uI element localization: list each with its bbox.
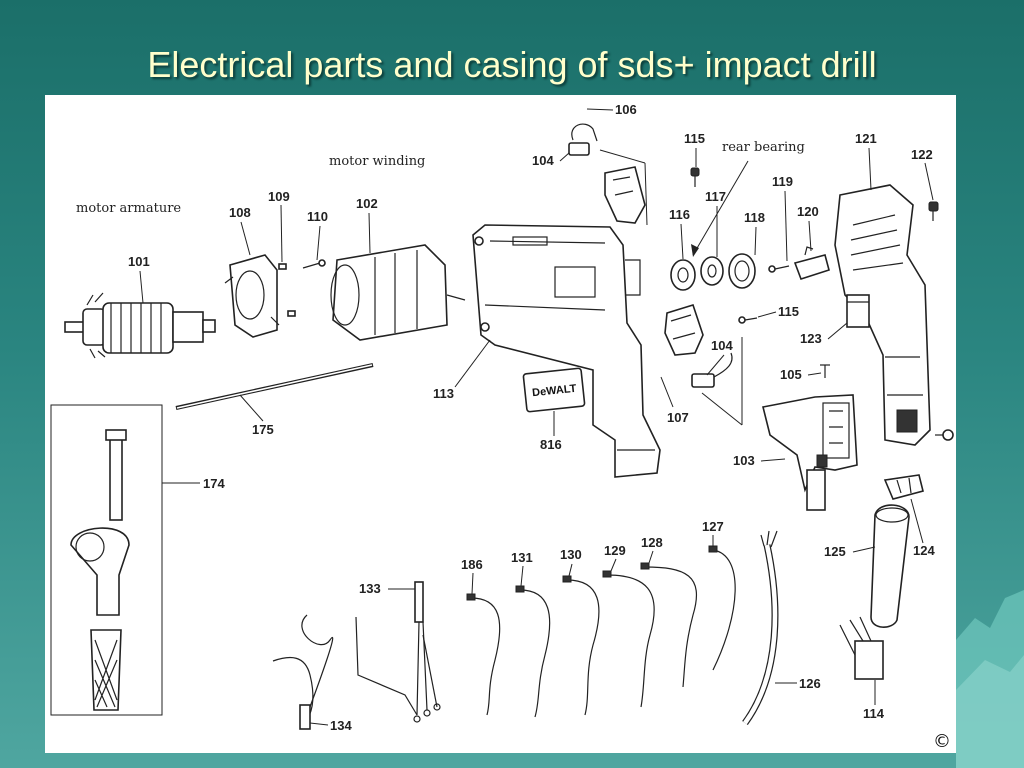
part-power-cord-126: [742, 530, 779, 726]
part-capacitor-114: [839, 616, 884, 680]
part-pin-109: [278, 263, 296, 317]
part-number-125: 125: [824, 544, 846, 559]
exploded-parts-diagram: motor armature motor winding rear bearin…: [45, 95, 956, 753]
part-lead-128: [640, 562, 698, 688]
part-motor-housing-113: [472, 224, 661, 478]
part-number-101: 101: [128, 254, 150, 269]
part-field-winding-102: [330, 244, 466, 341]
part-number-108: 108: [229, 205, 251, 220]
part-number-104-lower: 104: [711, 338, 733, 353]
part-cord-clamp-124: [883, 474, 924, 500]
part-switch-103: [762, 394, 858, 511]
part-number-117: 117: [705, 189, 726, 204]
part-number-113: 113: [433, 386, 454, 401]
part-number-128: 128: [641, 535, 663, 550]
part-lead-131: [515, 585, 551, 718]
part-bearing-117: [700, 256, 724, 286]
part-number-116: 116: [669, 207, 690, 222]
part-number-175: 175: [252, 422, 274, 437]
part-lead-186: [466, 593, 501, 716]
part-lead-127: [708, 545, 736, 671]
part-brush-ring-108: [224, 254, 280, 338]
part-number-119: 119: [772, 174, 793, 189]
part-screw-115-top: [690, 167, 700, 187]
part-number-114: 114: [863, 706, 885, 721]
part-brand-plate-816: DeWALT: [522, 367, 586, 413]
part-number-109: 109: [268, 189, 290, 204]
part-suppressor-123: [846, 294, 870, 328]
rear-bearing-arrow: [691, 160, 749, 257]
part-cord-guard-125: [870, 504, 910, 628]
part-lead-130: [562, 575, 600, 716]
part-number-124: 124: [913, 543, 935, 558]
part-number-110: 110: [307, 209, 328, 224]
label-rear-bearing: rear bearing: [722, 140, 805, 155]
part-number-134: 134: [330, 718, 352, 733]
part-number-118: 118: [744, 210, 765, 225]
part-number-122: 122: [911, 147, 933, 162]
part-number-106: 106: [615, 102, 637, 117]
part-screw-115-lower: [738, 316, 758, 324]
part-number-131: 131: [511, 550, 533, 565]
part-number-186: 186: [461, 557, 483, 572]
part-number-127: 127: [702, 519, 724, 534]
part-washer-116: [670, 259, 696, 291]
part-carbon-brush-104-lower: [691, 352, 733, 388]
part-number-126: 126: [799, 676, 821, 691]
part-number-816: 816: [540, 437, 562, 452]
part-lead-134: [272, 614, 334, 730]
part-number-121: 121: [855, 131, 877, 146]
part-number-103: 103: [733, 453, 755, 468]
part-number-107: 107: [667, 410, 689, 425]
part-number-129: 129: [604, 543, 626, 558]
part-rear-handle-121: [834, 184, 931, 446]
part-cable-clip-120: [793, 246, 830, 280]
part-bearing-sleeve-118: [728, 253, 756, 289]
part-number-105: 105: [780, 367, 802, 382]
part-number-102: 102: [356, 196, 378, 211]
part-number-130: 130: [560, 547, 582, 562]
part-number-115-lower: 115: [778, 304, 799, 319]
part-number-123: 123: [800, 331, 822, 346]
part-screw-handle-lower: [935, 429, 954, 441]
label-motor-winding: motor winding: [329, 154, 425, 169]
part-armature-101: [64, 292, 216, 359]
brand-plate-text: DeWALT: [532, 383, 578, 400]
part-number-133: 133: [359, 581, 381, 596]
part-pin-105: [820, 364, 830, 378]
part-screw-122: [928, 201, 939, 221]
part-thermal-lead-133: [355, 581, 441, 723]
part-number-120: 120: [797, 204, 819, 219]
part-carbon-brush-104-top: [568, 123, 598, 156]
copyright-mark: ©: [933, 731, 951, 752]
part-screw-110: [302, 259, 326, 269]
part-brush-holder-106: [599, 149, 648, 226]
part-lead-129: [602, 570, 655, 708]
part-number-104-top: 104: [532, 153, 554, 168]
part-screw-119: [768, 265, 790, 273]
part-brush-holder-lower: [664, 304, 704, 356]
slide-title: Electrical parts and casing of sds+ impa…: [147, 44, 877, 85]
part-number-174: 174: [203, 476, 225, 491]
part-side-handle-174: [50, 404, 163, 716]
part-depth-rod-175: [175, 363, 374, 410]
label-motor-armature: motor armature: [76, 201, 181, 216]
part-number-115-top: 115: [684, 131, 705, 146]
